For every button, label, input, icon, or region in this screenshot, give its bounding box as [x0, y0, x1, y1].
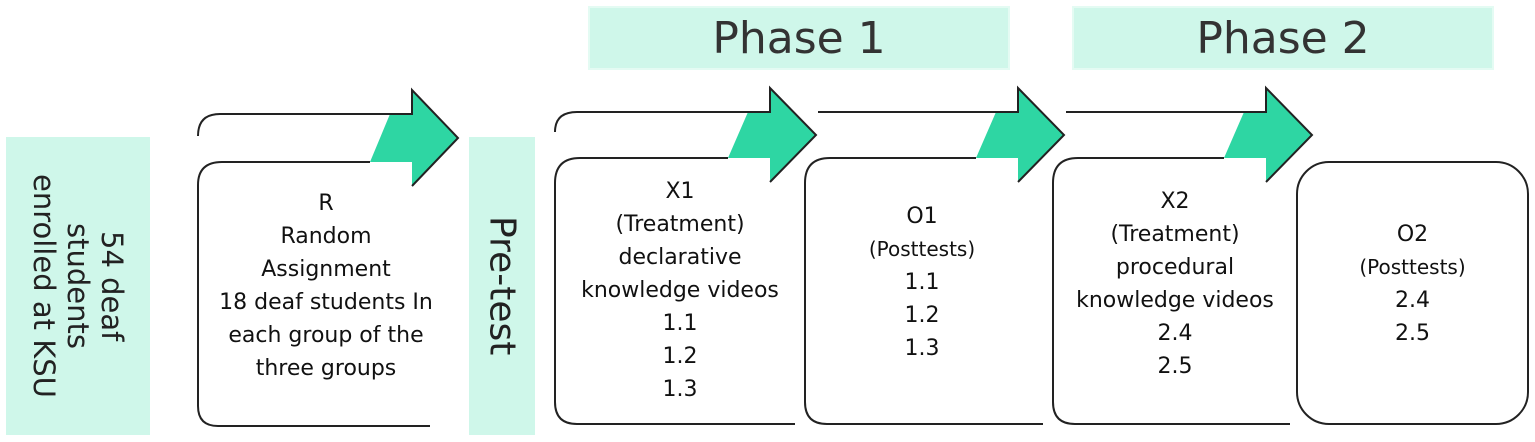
random-line: R	[318, 191, 334, 216]
random-line: Random	[280, 224, 372, 249]
population-text: 54 deaf students enrolled at KSU	[27, 174, 129, 398]
o2-subtitle: (Posttests)	[1359, 255, 1466, 279]
process-arrow	[818, 85, 1066, 183]
random-line: Assignment	[261, 257, 391, 282]
x2-subtitle: (Treatment)	[1110, 222, 1240, 247]
x2-line: knowledge videos	[1076, 288, 1274, 313]
population-line: students	[61, 223, 95, 349]
o1-posttest-box: O1 (Posttests) 1.1 1.2 1.3	[807, 168, 1037, 398]
o2-box-outline	[1296, 161, 1529, 425]
o1-title: O1	[906, 204, 938, 229]
x2-treatment-box: X2 (Treatment) procedural knowledge vide…	[1055, 168, 1295, 400]
o2-line: 2.4	[1395, 288, 1430, 313]
x2-title: X2	[1160, 189, 1190, 214]
x1-line: 1.2	[662, 343, 698, 369]
process-arrow	[197, 87, 460, 187]
phase-1-label: Phase 1	[712, 12, 886, 64]
population-line: 54 deaf	[95, 230, 129, 342]
x1-line: declarative	[618, 244, 742, 270]
x1-box-outline	[554, 157, 795, 425]
o1-box-outline	[804, 157, 1043, 425]
x1-treatment-box: X1 (Treatment) declarative knowledge vid…	[557, 158, 803, 422]
population-panel: 54 deaf students enrolled at KSU	[6, 137, 150, 435]
random-line: 18 deaf students In	[219, 290, 433, 315]
o2-line: 2.5	[1395, 321, 1430, 346]
x2-line: 2.4	[1157, 321, 1193, 346]
process-arrow	[1066, 85, 1314, 183]
process-arrow	[554, 85, 818, 183]
o1-line: 1.1	[904, 270, 940, 295]
pretest-panel: Pre-test	[469, 137, 535, 435]
o2-posttest-box: O2 (Posttests) 2.4 2.5	[1299, 190, 1526, 356]
x1-subtitle: (Treatment)	[615, 211, 745, 237]
pretest-label: Pre-test	[481, 216, 523, 356]
x1-line: knowledge videos	[581, 277, 779, 303]
population-line: enrolled at KSU	[27, 174, 61, 398]
o1-line: 1.2	[904, 303, 940, 328]
random-box-outline	[197, 161, 430, 427]
x2-line: procedural	[1115, 255, 1235, 280]
phase-2-label: Phase 2	[1196, 12, 1370, 64]
random-line: three groups	[255, 356, 397, 381]
phase-2-banner: Phase 2	[1072, 6, 1494, 70]
x1-line: 1.1	[662, 310, 698, 336]
x2-line: 2.5	[1157, 354, 1193, 379]
o1-subtitle: (Posttests)	[868, 237, 976, 261]
random-assignment-box: R Random Assignment 18 deaf students In …	[200, 170, 452, 402]
x1-title: X1	[665, 178, 695, 204]
x2-box-outline	[1052, 157, 1290, 425]
o2-title: O2	[1396, 222, 1429, 247]
phase-1-banner: Phase 1	[588, 6, 1010, 70]
o1-line: 1.3	[904, 336, 940, 361]
x1-line: 1.3	[662, 376, 698, 402]
random-line: each group of the	[228, 323, 424, 348]
